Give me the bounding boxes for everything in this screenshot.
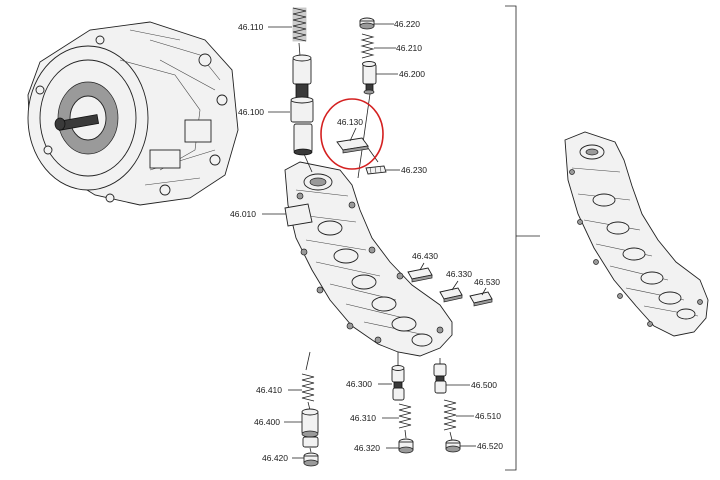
cap-46420 <box>303 452 319 467</box>
valve-46500 <box>433 363 447 394</box>
transmission-assembly-drawing <box>27 21 239 206</box>
leader-lines <box>262 23 487 459</box>
valve-plate-assembled-view <box>564 131 709 337</box>
cap-46320 <box>398 438 414 454</box>
label-46210: 46.210 <box>396 43 422 53</box>
shim-46530 <box>469 291 493 307</box>
piston-46100 <box>290 54 314 156</box>
label-46110: 46.110 <box>238 22 264 32</box>
label-46410: 46.410 <box>256 385 282 395</box>
spring-46410 <box>301 373 315 402</box>
valve-46200 <box>362 61 377 95</box>
label-46010: 46.010 <box>230 209 256 219</box>
label-46130: 46.130 <box>337 117 363 127</box>
label-46200: 46.200 <box>399 69 425 79</box>
label-46330: 46.330 <box>446 269 472 279</box>
label-46100: 46.100 <box>238 107 264 117</box>
label-46220: 46.220 <box>394 19 420 29</box>
shim-46130 <box>336 137 369 154</box>
label-46230: 46.230 <box>401 165 427 175</box>
valve-46400 <box>301 408 319 438</box>
spring-46310 <box>398 403 412 429</box>
label-46300: 46.300 <box>346 379 372 389</box>
shim-46330 <box>439 287 463 303</box>
part-labels: 46.110 46.220 46.210 46.200 46.100 46.13… <box>230 19 503 463</box>
cap-46520 <box>445 439 461 453</box>
label-46310: 46.310 <box>350 413 376 423</box>
spring-46510 <box>443 399 457 431</box>
label-46400: 46.400 <box>254 417 280 427</box>
part-46230 <box>365 165 387 175</box>
valve-46300 <box>391 365 405 401</box>
label-46520: 46.520 <box>477 441 503 451</box>
assembly-bracket <box>505 5 540 471</box>
highlight-ring <box>320 98 384 170</box>
spring-46110 <box>292 7 307 42</box>
label-46420: 46.420 <box>262 453 288 463</box>
spring-46210 <box>360 33 375 59</box>
label-46500: 46.500 <box>471 380 497 390</box>
label-46320: 46.320 <box>354 443 380 453</box>
label-46530: 46.530 <box>474 277 500 287</box>
plug-46410-lower <box>302 436 319 448</box>
valve-plate-46010 <box>284 161 453 357</box>
label-46430: 46.430 <box>412 251 438 261</box>
shim-46430 <box>407 267 433 283</box>
label-46510: 46.510 <box>475 411 501 421</box>
cap-46220 <box>359 17 375 30</box>
